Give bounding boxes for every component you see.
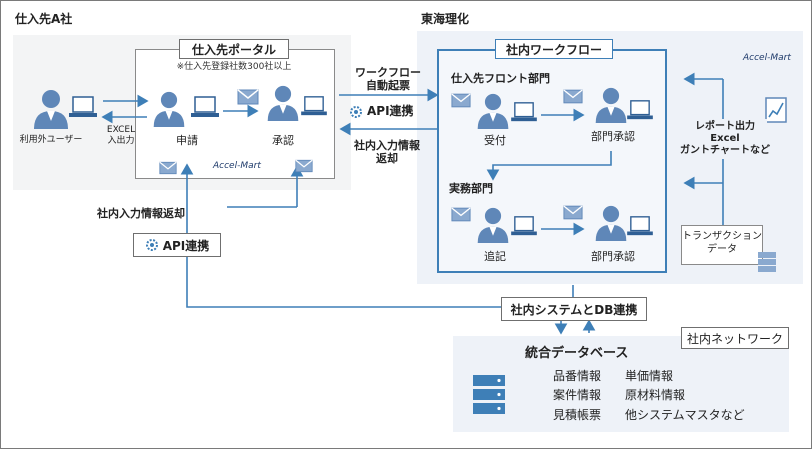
portal-envelope-left-icon	[159, 161, 177, 175]
report-label-1: レポート出力	[695, 121, 755, 132]
return-label-1: 社内入力情報	[354, 139, 420, 152]
external-user-laptop-icon	[69, 96, 97, 117]
transaction-label-2: データ	[707, 244, 737, 255]
network-tag: 社内ネットワーク	[681, 327, 789, 349]
practical-dept-label: 実務部門	[449, 182, 493, 195]
db-item-1: 品番情報	[553, 369, 602, 383]
database-icon	[473, 375, 505, 414]
approve-laptop-icon	[301, 96, 327, 116]
apply-laptop-icon	[191, 96, 219, 117]
supplier-company-label: 仕入先A社	[15, 12, 73, 26]
portal-note: ※仕入先登録社数300社以上	[176, 62, 292, 72]
approve-person-icon	[267, 85, 299, 121]
db-item-6: 他システムマスタなど	[625, 408, 745, 422]
portal-title: 仕入先ポータル	[179, 39, 289, 59]
dept-approve-2-laptop-icon	[627, 216, 653, 236]
line-db-to-portal	[180, 163, 501, 308]
report-label-3: ガントチャートなど	[680, 145, 770, 156]
excel-label-1: EXCEL	[106, 125, 136, 135]
approve-envelope-icon	[237, 89, 259, 105]
dept-approve-2-person-icon	[595, 205, 627, 241]
apply-label: 申請	[176, 134, 198, 147]
receive-label: 受付	[484, 134, 506, 147]
db-title: 統合データベース	[525, 346, 629, 361]
db-link-tag: 社内システムとDB連携	[501, 297, 647, 321]
external-user-person-icon	[34, 90, 68, 129]
api-gear-icon	[145, 239, 158, 251]
apply-person-icon	[153, 91, 185, 127]
db-item-4: 原材料情報	[625, 388, 686, 402]
transaction-data-box	[681, 225, 763, 265]
portal-envelope-right-icon	[295, 159, 313, 173]
add-entry-laptop-icon	[511, 216, 537, 236]
add-entry-label: 追記	[484, 250, 506, 263]
middle-api-label: API連携	[349, 104, 414, 119]
database-region	[453, 336, 789, 432]
workflow-title: 社内ワークフロー	[495, 39, 613, 59]
dept-approve-2-envelope-icon	[563, 205, 583, 220]
company-label: 東海理化	[421, 12, 470, 26]
dept-approve-label-2: 部門承認	[591, 250, 635, 263]
receive-envelope-icon	[451, 93, 471, 108]
workflow-auto-label-2: 自動起票	[366, 79, 410, 92]
report-chart-icon	[765, 97, 787, 123]
add-entry-envelope-icon	[451, 207, 471, 222]
dept-approve-envelope-icon	[563, 89, 583, 104]
workflow-auto-label-1: ワークフロー	[355, 66, 421, 79]
transaction-database-icon	[758, 252, 776, 272]
dept-approve-person-icon	[595, 87, 627, 123]
approve-label: 承認	[272, 134, 294, 147]
db-item-3: 案件情報	[553, 388, 602, 402]
db-item-5: 見積帳票	[553, 408, 602, 422]
excel-label-2: 入出力	[107, 136, 135, 146]
workflow-logo: Accel-Mart	[743, 53, 791, 63]
dept-approve-label-1: 部門承認	[591, 130, 635, 143]
external-user-label: 利用外ユーザー	[19, 135, 83, 145]
return-label-2: 返却	[376, 152, 398, 165]
supplier-api-tag: API連携	[133, 233, 221, 257]
receive-person-icon	[477, 93, 509, 129]
api-gear-icon	[350, 106, 362, 118]
portal-logo: Accel-Mart	[213, 161, 261, 171]
report-label-2: Excel	[710, 133, 740, 144]
receive-laptop-icon	[511, 102, 537, 122]
front-dept-label: 仕入先フロント部門	[451, 72, 550, 85]
add-entry-person-icon	[477, 207, 509, 243]
dept-approve-laptop-icon	[627, 100, 653, 120]
arrow-approve-to-practical	[486, 151, 612, 181]
transaction-label-1: トランザクション	[682, 231, 762, 242]
db-item-2: 単価情報	[625, 369, 674, 383]
report-labels	[683, 119, 767, 159]
supplier-return-label: 社内入力情報返却	[97, 207, 185, 220]
